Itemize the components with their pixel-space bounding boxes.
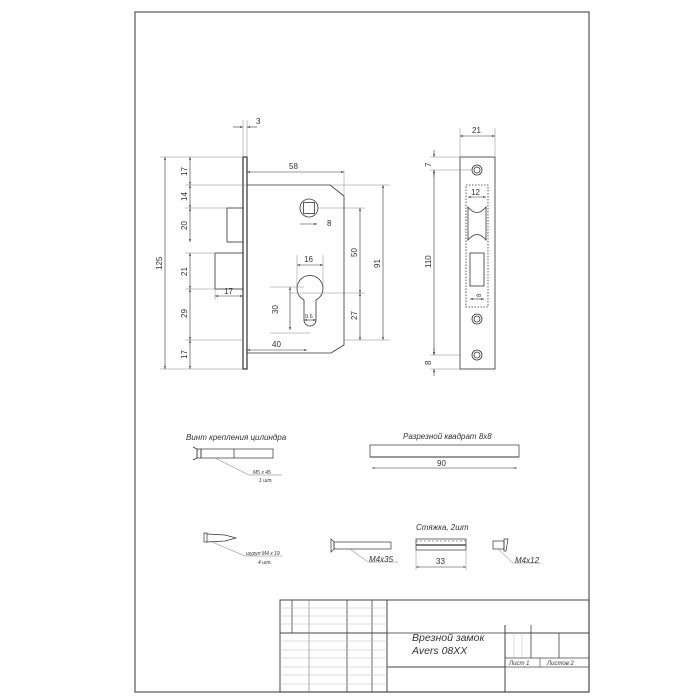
- cylinder-screw-spec: M5 x 45: [253, 470, 271, 476]
- dim-bolt-to-lower: 29: [180, 309, 189, 318]
- dim-top-offset: 17: [180, 167, 189, 176]
- bolt-m4x12-spec: M4x12: [515, 556, 540, 565]
- sheets-total: Листов 2: [546, 661, 575, 667]
- dim-latch-height: 20: [180, 221, 189, 230]
- title-block: [279, 599, 590, 693]
- faceplate: [242, 156, 248, 370]
- dim-gap-to-latch: 14: [180, 192, 189, 201]
- dim-body-height: 91: [373, 259, 382, 268]
- wood-screw-spec: шуруп M4 x 19: [246, 551, 280, 557]
- strike-plate-outline: [459, 156, 496, 370]
- latch-opening: [467, 205, 487, 242]
- dim-strike-bottom-offset: 8: [424, 360, 433, 365]
- product-name: Врезной замок: [412, 632, 485, 644]
- dim-bolt-height: 21: [180, 267, 189, 276]
- wood-screw-qty: 4 шт.: [258, 560, 272, 566]
- dim-cylinder-height: 30: [271, 305, 280, 314]
- tie-label: Стяжка, 2шт: [416, 523, 469, 532]
- deadbolt: [214, 252, 244, 290]
- dim-strike-width: 21: [472, 126, 481, 135]
- bolt-m4x35-spec: M4x35: [369, 555, 394, 564]
- strike-plate: [430, 128, 496, 376]
- dim-bottom-offset: 17: [180, 350, 189, 359]
- split-spindle-length: 90: [437, 459, 446, 468]
- dim-bolt-slot-width: 8: [477, 293, 483, 297]
- title-block-text: Врезной замок Avers 08XX Лист 1 Листов 2: [411, 632, 575, 667]
- strike-hole-bottom: [471, 349, 483, 361]
- strike-hole-top: [471, 164, 483, 176]
- cylinder-screw-qty: 1 шт.: [259, 478, 273, 484]
- split-spindle-label: Разрезной квадрат 8x8: [403, 432, 492, 441]
- strike-plate-dimensions: 21 7 12 110 8 8: [424, 126, 483, 365]
- part-wood-screw: шуруп M4 x 19 4 шт.: [203, 532, 282, 566]
- part-bolt-m4x12: M4x12: [492, 538, 540, 565]
- tie-length: 33: [436, 557, 445, 566]
- part-tie: Стяжка, 2шт 33: [415, 523, 469, 570]
- sheet-frame: [134, 11, 590, 693]
- part-split-spindle: Разрезной квадрат 8x8 90: [369, 432, 520, 469]
- spindle-hub: [299, 198, 319, 218]
- dim-strike-top-offset: 7: [424, 162, 433, 167]
- part-cylinder-screw: Винт крепления цилиндра M5 x 45 1 шт.: [186, 433, 287, 484]
- cylinder-hole: [296, 275, 324, 327]
- dim-faceplate-thickness: 3: [256, 117, 261, 126]
- cylinder-screw-label: Винт крепления цилиндра: [186, 433, 287, 442]
- dim-bolt-throw: 17: [224, 287, 233, 296]
- dim-hole-spacing: 110: [424, 255, 433, 268]
- dim-cylinder-backset: 40: [272, 340, 281, 349]
- bolt-slot: [469, 252, 485, 287]
- strike-hole-middle: [471, 313, 483, 325]
- dim-strike-inner-width: 12: [471, 188, 480, 197]
- product-model: Avers 08XX: [411, 645, 468, 657]
- dim-cylinder-width: 16: [304, 255, 313, 264]
- dim-cylinder-pin-dia: 9.6: [305, 314, 313, 320]
- strike-recess: [465, 184, 489, 308]
- lock-body: [247, 184, 345, 354]
- sheet-number: Лист 1: [508, 661, 529, 667]
- dim-cylinder-bottom-offset: 27: [350, 311, 359, 320]
- front-view-dimensions: 3 58 125 17 14 20 21 29 17 17 50 91 16 8…: [155, 117, 382, 359]
- part-bolt-m4x35: M4x35: [330, 538, 398, 564]
- dim-overall-height: 125: [155, 256, 164, 270]
- dim-backset-width: 58: [289, 162, 298, 171]
- latch: [226, 207, 244, 243]
- dim-spindle-square: 8: [327, 219, 332, 228]
- lock-front-view: [160, 120, 390, 370]
- dim-spindle-to-cylinder: 50: [350, 248, 359, 257]
